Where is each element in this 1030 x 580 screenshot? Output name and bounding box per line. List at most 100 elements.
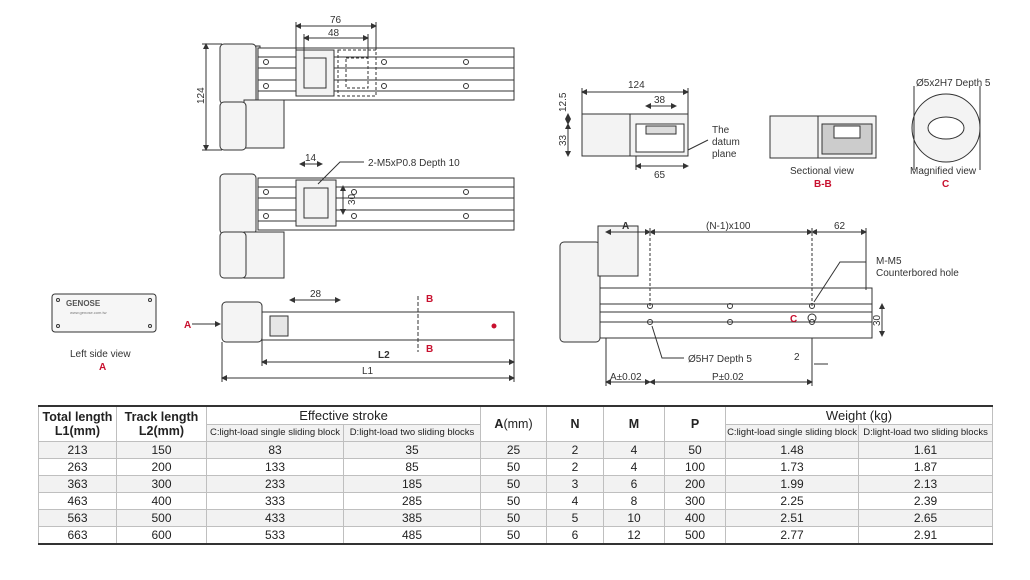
- cell-m: 10: [603, 509, 666, 527]
- cell-weight-d: 2.13: [858, 475, 994, 493]
- cell-stroke-d: 85: [342, 458, 482, 476]
- section-view-letter: B-B: [814, 179, 832, 190]
- header-p: P: [664, 405, 727, 442]
- cell-l1: 213: [38, 441, 117, 459]
- genose-logo: GENOSE: [66, 299, 101, 308]
- cell-m: 6: [603, 475, 666, 493]
- dim-65: 65: [654, 170, 666, 181]
- cell-weight-d: 2.65: [858, 509, 994, 527]
- cell-stroke-d: 285: [342, 492, 482, 510]
- cell-n: 5: [546, 509, 605, 527]
- cell-m: 12: [603, 526, 666, 545]
- cell-p: 300: [664, 492, 727, 510]
- cell-weight-d: 1.61: [858, 441, 994, 459]
- label-l1: L1: [362, 366, 374, 377]
- left-side-view-letter: A: [99, 362, 106, 373]
- cell-weight-d: 1.87: [858, 458, 994, 476]
- side-view: [192, 296, 515, 382]
- datum-label-3: plane: [712, 149, 737, 160]
- cell-p: 400: [664, 509, 727, 527]
- dim-38: 38: [654, 95, 666, 106]
- cell-weight-c: 1.73: [725, 458, 860, 476]
- cell-l1: 263: [38, 458, 117, 476]
- cell-weight-c: 1.48: [725, 441, 860, 459]
- cell-a: 50: [480, 492, 548, 510]
- cell-n: 2: [546, 441, 605, 459]
- dim-30-bottom: 30: [872, 314, 883, 326]
- cell-m: 4: [603, 441, 666, 459]
- left-side-view-title: Left side view: [70, 349, 131, 360]
- cell-stroke-c: 433: [206, 509, 344, 527]
- cell-weight-d: 2.91: [858, 526, 994, 545]
- cell-weight-c: 2.25: [725, 492, 860, 510]
- counterbore-note-2: Counterbored hole: [876, 268, 959, 279]
- dim-30-mid: 30: [347, 193, 358, 205]
- bottom-marker-c: C: [790, 314, 797, 325]
- dim-124-top: 124: [196, 87, 207, 104]
- cell-stroke-c: 83: [206, 441, 344, 459]
- pin-note: Ø5H7 Depth 5: [688, 354, 752, 365]
- header-effective-stroke: Effective stroke: [205, 405, 482, 425]
- cell-weight-c: 1.99: [725, 475, 860, 493]
- dim-124-end: 124: [628, 80, 645, 91]
- header-n: N: [546, 405, 605, 442]
- marker-b-top: B: [426, 294, 433, 305]
- cell-a: 50: [480, 526, 548, 545]
- header-a: A(mm): [480, 405, 548, 442]
- cell-m: 8: [603, 492, 666, 510]
- cell-l1: 463: [38, 492, 117, 510]
- technical-drawing: 76 48 124 14 30 2-M5xP0.8 Depth 10: [51, 15, 991, 386]
- header-stroke-c: C:light-load single sliding block: [206, 424, 344, 442]
- bottom-label-pitch: (N-1)x100: [706, 221, 751, 232]
- marker-a: A: [184, 320, 191, 331]
- section-view: [769, 115, 877, 159]
- header-weight: Weight (kg): [725, 405, 994, 425]
- cell-weight-d: 2.39: [858, 492, 994, 510]
- magnified-view-title: Magnified view: [910, 166, 977, 177]
- cell-p: 200: [664, 475, 727, 493]
- bottom-label-a: A: [622, 221, 629, 232]
- cell-l1: 563: [38, 509, 117, 527]
- section-view-title: Sectional view: [790, 166, 855, 177]
- dim-48: 48: [328, 28, 340, 39]
- cell-stroke-c: 233: [206, 475, 344, 493]
- dim-12-5: 12.5: [558, 92, 569, 112]
- dim-14: 14: [305, 153, 317, 164]
- tapped-hole-note: 2-M5xP0.8 Depth 10: [368, 158, 460, 169]
- cell-m: 4: [603, 458, 666, 476]
- cell-n: 4: [546, 492, 605, 510]
- cell-stroke-c: 133: [206, 458, 344, 476]
- cell-p: 50: [664, 441, 727, 459]
- magnified-view-letter: C: [942, 179, 949, 190]
- cell-l2: 600: [116, 526, 207, 545]
- marker-b-bottom: B: [426, 344, 433, 355]
- cell-stroke-d: 35: [342, 441, 482, 459]
- top-view: [202, 22, 515, 151]
- mid-view: [219, 161, 515, 279]
- label-l2: L2: [378, 350, 390, 361]
- cell-n: 3: [546, 475, 605, 493]
- cell-stroke-c: 533: [206, 526, 344, 545]
- magnified-view: [911, 86, 981, 170]
- dim-2: 2: [794, 352, 800, 363]
- cell-a: 50: [480, 475, 548, 493]
- dim-62: 62: [834, 221, 846, 232]
- cell-l1: 663: [38, 526, 117, 545]
- cell-a: 50: [480, 509, 548, 527]
- cell-l2: 400: [116, 492, 207, 510]
- cell-l2: 500: [116, 509, 207, 527]
- header-stroke-d: D:light-load two sliding blocks: [342, 424, 482, 442]
- end-view: [565, 88, 709, 170]
- tolerance-p: P±0.02: [712, 372, 744, 383]
- cell-p: 500: [664, 526, 727, 545]
- cell-a: 25: [480, 441, 548, 459]
- header-m: M: [603, 405, 666, 442]
- cell-n: 2: [546, 458, 605, 476]
- tolerance-a: A±0.02: [610, 372, 642, 383]
